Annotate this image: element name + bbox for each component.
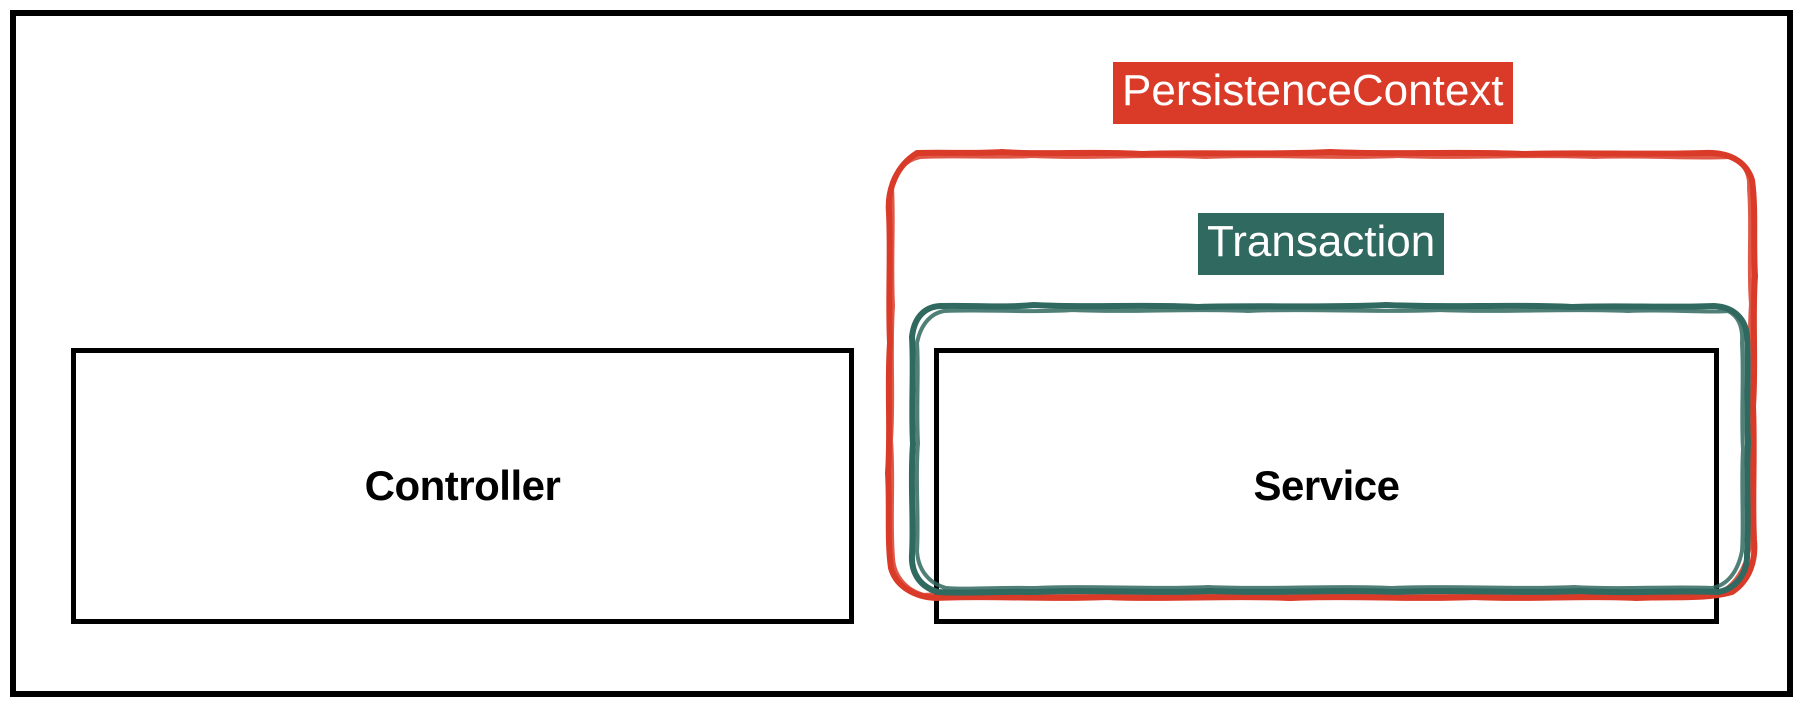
transaction-label-text: Transaction — [1207, 217, 1436, 266]
controller-box[interactable]: Controller — [71, 348, 854, 624]
transaction-label: Transaction — [1198, 213, 1445, 275]
service-box[interactable]: Service — [934, 348, 1719, 624]
persistence-context-label-text: PersistenceContext — [1122, 66, 1504, 115]
controller-box-label: Controller — [364, 462, 561, 509]
outer-frame: Controller Service — [10, 10, 1793, 697]
service-box-label: Service — [1253, 462, 1400, 509]
persistence-context-label: PersistenceContext — [1113, 62, 1513, 124]
